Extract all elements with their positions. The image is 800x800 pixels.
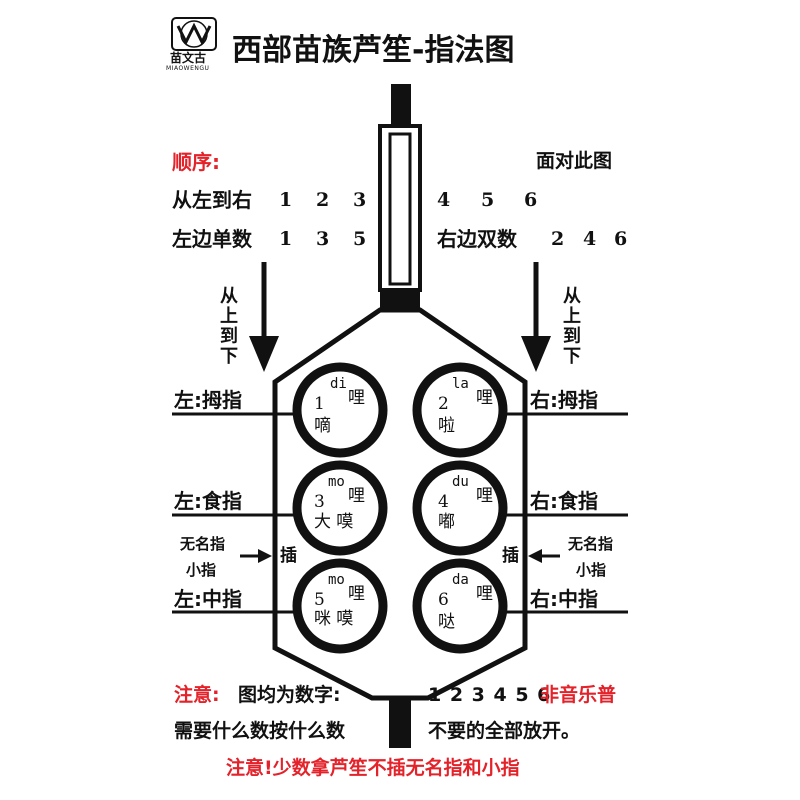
ltr-num-2: 2	[316, 189, 330, 211]
left-small-arrow	[240, 549, 272, 563]
left-top-down-2: 上	[220, 306, 238, 327]
ltr-num-3: 3	[353, 189, 367, 211]
left-top-down-3: 到	[220, 326, 238, 347]
logo-name: 苗文古	[170, 51, 207, 65]
hole-2	[412, 362, 508, 458]
ltr-num-5: 5	[481, 189, 495, 211]
hole-2-syllable: 啦	[438, 416, 455, 436]
left-top-down-1: 从	[220, 286, 238, 307]
ltr-num-4: 4	[437, 189, 451, 211]
hole-4-syllable: 嘟	[438, 512, 455, 532]
right-small-arrow	[528, 549, 560, 563]
left-ring-finger: 无名指	[180, 535, 226, 553]
hole-5	[292, 558, 388, 654]
left-middle-label: 左:中指	[174, 587, 242, 611]
right-even-label: 右边双数	[437, 227, 517, 251]
hole-5-syllable: 咪 嗼	[314, 609, 354, 629]
page-title: 西部苗族芦笙-指法图	[232, 33, 515, 68]
right-middle-label: 右:中指	[530, 587, 598, 611]
logo-sub: MIAOWENGU	[166, 65, 210, 72]
hole-1-number: 1	[314, 394, 325, 414]
hole-3-char: 哩	[348, 486, 365, 506]
ltr-num-6: 6	[524, 189, 538, 211]
left-thumb-label: 左:拇指	[174, 388, 242, 412]
hole-1-pinyin: di	[330, 376, 347, 392]
hole-6	[412, 558, 508, 654]
right-ring-finger: 无名指	[568, 535, 614, 553]
right-index-label: 右:食指	[530, 489, 598, 513]
hole-5-number: 5	[314, 590, 325, 610]
left-insert-label: 插	[280, 546, 297, 566]
hole-2-char: 哩	[476, 388, 493, 408]
note-text: 图均为数字:	[238, 684, 341, 706]
hole-6-number: 6	[438, 590, 449, 610]
mouthpiece	[391, 84, 411, 130]
neck-inner	[388, 132, 412, 286]
left-odd-label: 左边单数	[172, 227, 252, 251]
note-digits: 1 2 3 4 5 6	[428, 684, 552, 706]
left-index-label: 左:食指	[174, 489, 242, 513]
hole-4	[412, 460, 508, 556]
right-top-down-1: 从	[563, 286, 581, 307]
left-top-down-4: 下	[220, 346, 238, 367]
hole-4-number: 4	[438, 492, 449, 512]
odd-num-3: 3	[316, 228, 330, 250]
hole-1	[292, 362, 388, 458]
right-thumb-label: 右:拇指	[530, 388, 598, 412]
right-top-down-2: 上	[563, 306, 581, 327]
ltr-num-1: 1	[279, 189, 293, 211]
left-down-arrow	[249, 262, 279, 372]
release-rule: 不要的全部放开。	[428, 720, 581, 742]
right-top-down-3: 到	[563, 326, 581, 347]
hole-5-pinyin: mo	[328, 572, 345, 588]
odd-num-1: 1	[279, 228, 293, 250]
hole-6-char: 哩	[476, 584, 493, 604]
facing-note: 面对此图	[536, 150, 613, 172]
final-note: 注意!少数拿芦笙不插无名指和小指	[226, 757, 520, 779]
left-to-right-label: 从左到右	[172, 188, 252, 212]
neck-collar	[380, 288, 420, 310]
hole-3-number: 3	[314, 492, 325, 512]
press-rule: 需要什么数按什么数	[174, 720, 346, 742]
right-insert-label: 插	[502, 546, 519, 566]
order-label: 顺序:	[172, 150, 220, 174]
left-little-finger: 小指	[186, 561, 217, 579]
hole-6-pinyin: da	[452, 572, 469, 588]
note-label: 注意:	[174, 684, 220, 706]
hole-6-syllable: 哒	[438, 612, 455, 632]
even-num-2: 2	[551, 228, 565, 250]
right-little-finger: 小指	[576, 561, 607, 579]
right-down-arrow	[521, 262, 551, 372]
hole-1-char: 哩	[348, 388, 365, 408]
odd-num-5: 5	[353, 228, 367, 250]
even-num-6: 6	[614, 228, 628, 250]
logo-mark	[171, 17, 217, 51]
hole-4-pinyin: du	[452, 474, 469, 490]
hole-3-pinyin: mo	[328, 474, 345, 490]
bottom-stem	[389, 696, 411, 748]
even-num-4: 4	[583, 228, 597, 250]
hole-4-char: 哩	[476, 486, 493, 506]
note-not-music: 非音乐普	[540, 684, 617, 706]
right-top-down-4: 下	[563, 346, 581, 367]
hole-2-number: 2	[438, 394, 449, 414]
hole-3	[292, 460, 388, 556]
hole-5-char: 哩	[348, 584, 365, 604]
hole-3-syllable: 大 嗼	[314, 512, 354, 532]
hole-1-syllable: 嘀	[314, 416, 331, 436]
hole-2-pinyin: la	[452, 376, 469, 392]
